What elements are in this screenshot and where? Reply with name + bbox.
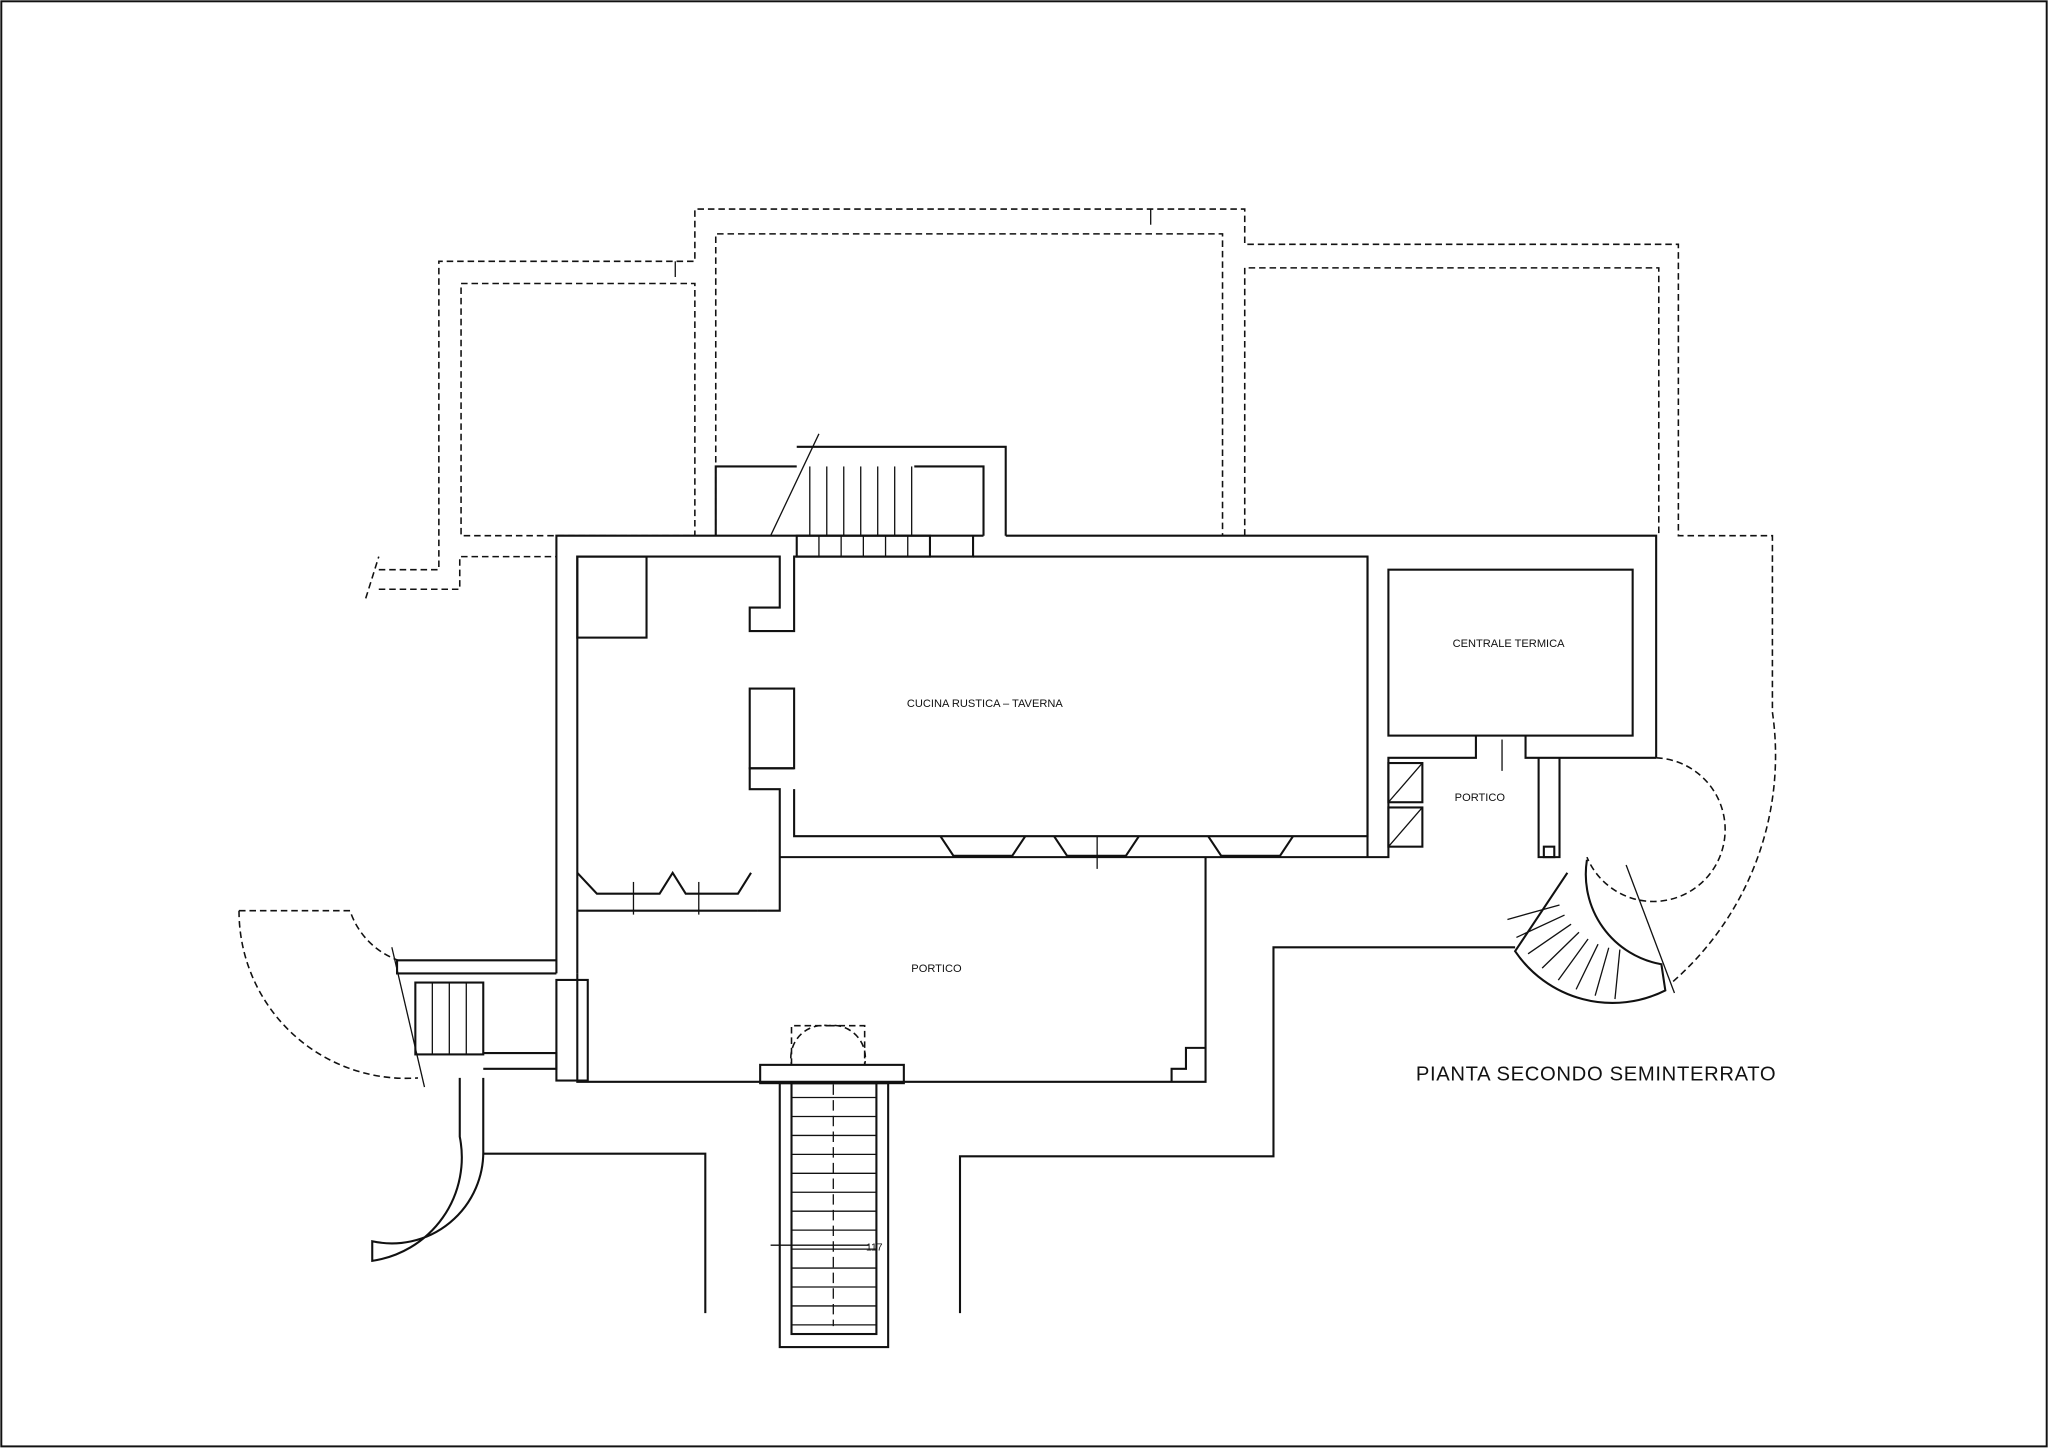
room-label-portico-side: PORTICO bbox=[1455, 792, 1506, 804]
stair-tread bbox=[1557, 938, 1589, 981]
room-label-portico: PORTICO bbox=[911, 963, 962, 975]
upper-stair bbox=[714, 433, 1007, 558]
stair-tread bbox=[1527, 923, 1572, 955]
ground-lines bbox=[483, 946, 1516, 1314]
main-stair: 117 bbox=[759, 1024, 905, 1349]
stair-tread bbox=[1614, 949, 1621, 1000]
stair-tread bbox=[1516, 914, 1565, 939]
building-walls bbox=[555, 534, 1658, 974]
portico-area bbox=[396, 857, 1207, 1083]
stair-tread bbox=[1575, 943, 1599, 990]
stair-tread bbox=[1507, 904, 1560, 921]
stair-tread bbox=[1541, 931, 1580, 969]
drawing-title: PIANTA SECONDO SEMINTERRATO bbox=[1416, 1064, 1776, 1086]
room-label-centrale-termica: CENTRALE TERMICA bbox=[1453, 638, 1566, 650]
spiral-stair bbox=[1507, 757, 1726, 1004]
left-dashed-terrace bbox=[238, 909, 485, 1263]
stair-tread bbox=[1594, 947, 1610, 996]
room-label-taverna: CUCINA RUSTICA – TAVERNA bbox=[907, 698, 1064, 710]
dimension-label: 117 bbox=[866, 1242, 883, 1253]
upper-dashed-outline bbox=[364, 208, 1777, 984]
